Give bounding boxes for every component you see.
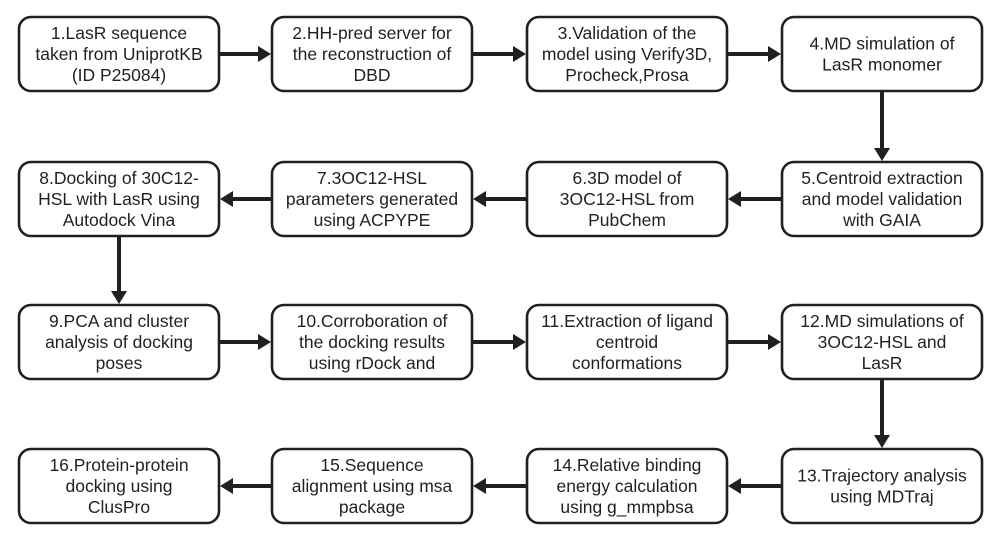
step-label-line: 5.Centroid extraction xyxy=(801,168,962,188)
step-label-line: the docking results xyxy=(299,332,445,352)
step-frame xyxy=(525,447,729,525)
step-label-line: PubChem xyxy=(588,210,666,230)
step-frame xyxy=(270,15,474,93)
step-label-line: using MDTraj xyxy=(830,487,933,507)
step-label-line: Procheck,Prosa xyxy=(565,65,689,85)
step-label-line: 6.3D model of xyxy=(573,168,682,188)
step-label-line: using g_mmpbsa xyxy=(560,497,694,518)
step-label-line: alignment using msa xyxy=(292,476,453,496)
arrow-13-to-14 xyxy=(728,478,782,494)
arrow-6-to-7 xyxy=(473,191,527,207)
step-label-line: parameters generated xyxy=(286,189,458,209)
step-frame xyxy=(780,160,984,238)
step-label-line: 3OC12-HSL from xyxy=(560,189,695,209)
step-label-line: (ID P25084) xyxy=(72,65,166,85)
step-label-line: 10.Corroboration of xyxy=(297,311,448,331)
step-label-line: LasR xyxy=(862,353,903,373)
step-label-line: 8.Docking of 30C12- xyxy=(39,168,199,188)
step-box-11: 11.Extraction of ligandcentroidconformat… xyxy=(525,303,729,381)
arrow-2-to-3 xyxy=(472,46,526,62)
step-frame xyxy=(270,160,474,238)
step-label-line: analysis of docking xyxy=(45,332,193,352)
step-frame xyxy=(17,15,221,93)
arrow-10-to-11 xyxy=(472,334,526,350)
step-label-line: taken from UniprotKB xyxy=(35,44,202,64)
step-label-line: HSL with LasR using xyxy=(38,189,200,209)
step-frame xyxy=(17,160,221,238)
step-label-line: and model validation xyxy=(802,189,963,209)
step-label-line: 9.PCA and cluster xyxy=(49,311,189,331)
step-label-line: docking using xyxy=(65,476,172,496)
step-label-line: 15.Sequence xyxy=(320,455,423,475)
step-label-line: energy calculation xyxy=(556,476,697,496)
step-frame xyxy=(780,447,984,525)
step-frame xyxy=(270,447,474,525)
step-label-line: 14.Relative binding xyxy=(553,455,702,475)
step-frame xyxy=(780,15,984,93)
arrow-8-to-9 xyxy=(111,236,127,304)
arrow-11-to-12 xyxy=(727,334,781,350)
arrow-5-to-6 xyxy=(728,191,782,207)
step-label-line: DBD xyxy=(354,65,391,85)
arrow-14-to-15 xyxy=(473,478,527,494)
step-frame xyxy=(525,160,729,238)
step-label-line: Autodock Vina xyxy=(63,210,176,230)
step-label-line: using rDock and xyxy=(309,353,435,373)
step-label-line: poses xyxy=(96,353,143,373)
step-label-line: the reconstruction of xyxy=(293,44,452,64)
step-frame xyxy=(270,303,474,381)
step-box-8: 8.Docking of 30C12-HSL with LasR usingAu… xyxy=(17,160,221,238)
connector-layer xyxy=(111,46,890,494)
step-frame xyxy=(17,447,221,525)
step-label-line: 11.Extraction of ligand xyxy=(541,311,713,331)
step-frame xyxy=(17,303,221,381)
step-frame xyxy=(525,303,729,381)
step-label-line: 1.LasR sequence xyxy=(51,23,187,43)
arrow-7-to-8 xyxy=(220,191,272,207)
step-label-line: 3.Validation of the xyxy=(558,23,697,43)
step-label-line: conformations xyxy=(572,353,682,373)
step-label-line: 16.Protein-protein xyxy=(49,455,188,475)
step-label-line: 12.MD simulations of xyxy=(800,311,964,331)
arrow-15-to-16 xyxy=(220,478,272,494)
step-label-line: centroid xyxy=(596,332,658,352)
step-label-line: package xyxy=(339,497,405,517)
step-label-line: 7.3OC12-HSL xyxy=(317,168,427,188)
arrow-9-to-10 xyxy=(219,334,271,350)
step-label-line: LasR monomer xyxy=(822,55,942,75)
step-frame xyxy=(525,15,729,93)
step-label-line: 3OC12-HSL and xyxy=(818,332,947,352)
step-label-line: using ACPYPE xyxy=(314,210,431,230)
arrow-1-to-2 xyxy=(219,46,271,62)
step-label-line: model using Verify3D, xyxy=(542,44,712,64)
arrow-3-to-4 xyxy=(727,46,781,62)
step-frame xyxy=(780,303,984,381)
step-label-line: with GAIA xyxy=(842,210,921,230)
step-label-line: 13.Trajectory analysis xyxy=(797,466,967,486)
step-label-line: 4.MD simulation of xyxy=(810,34,955,54)
arrow-4-to-5 xyxy=(874,91,890,161)
arrow-12-to-13 xyxy=(874,379,890,448)
step-label-line: 2.HH-pred server for xyxy=(292,23,452,43)
step-label-line: ClusPro xyxy=(88,497,150,517)
